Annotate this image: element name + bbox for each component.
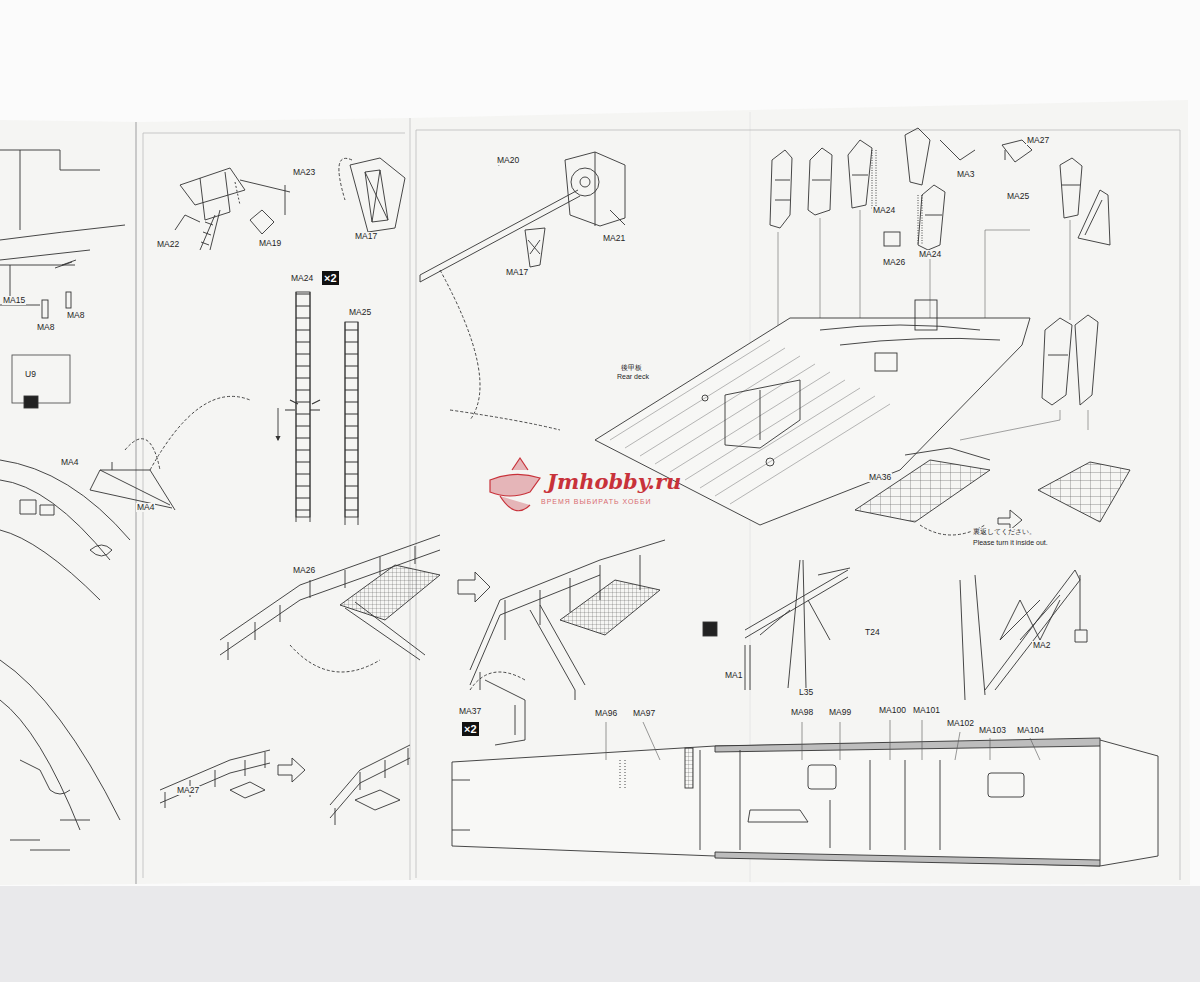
part-number: MA24 bbox=[872, 206, 896, 215]
part-number: MA15 bbox=[2, 296, 26, 305]
part-number: MA8 bbox=[66, 311, 85, 320]
part-number: MA19 bbox=[258, 239, 282, 248]
part-number: MA20 bbox=[496, 156, 520, 165]
part-number: U9 bbox=[24, 370, 37, 379]
part-number: MA4 bbox=[60, 458, 79, 467]
area-label: Rear deck bbox=[616, 373, 650, 381]
part-number: MA24 bbox=[918, 250, 942, 259]
watermark: Jmhobby.ru bbox=[546, 470, 682, 493]
part-number: MA25 bbox=[348, 308, 372, 317]
part-number: L35 bbox=[798, 688, 814, 697]
quantity-mark: ×2 bbox=[322, 271, 339, 285]
part-number: MA17 bbox=[505, 268, 529, 277]
part-number: MA17 bbox=[354, 232, 378, 241]
part-drawings bbox=[0, 128, 1158, 866]
part-number: MA104 bbox=[1016, 726, 1045, 735]
part-number: T24 bbox=[864, 628, 881, 637]
part-number: MA4 bbox=[136, 503, 155, 512]
part-number: MA25 bbox=[1006, 192, 1030, 201]
part-number: MA27 bbox=[1026, 136, 1050, 145]
area-label: 後甲板 bbox=[620, 364, 643, 372]
part-number: MA97 bbox=[632, 709, 656, 718]
part-number: MA3 bbox=[956, 170, 975, 179]
part-number: MA8 bbox=[36, 323, 55, 332]
part-number: MA36 bbox=[868, 473, 892, 482]
part-number: MA26 bbox=[292, 566, 316, 575]
part-number: MA101 bbox=[912, 706, 941, 715]
part-number: MA96 bbox=[594, 709, 618, 718]
part-number: MA21 bbox=[602, 234, 626, 243]
quantity-mark: ×2 bbox=[462, 722, 479, 736]
watermark: ВРЕМЯ ВЫБИРАТЬ ХОББИ bbox=[540, 498, 653, 506]
part-number: MA23 bbox=[292, 168, 316, 177]
part-number: MA27 bbox=[176, 786, 200, 795]
part-number: MA100 bbox=[878, 706, 907, 715]
part-number: MA24 bbox=[290, 274, 314, 283]
part-number: MA1 bbox=[724, 671, 743, 680]
part-number: MA37 bbox=[458, 707, 482, 716]
note: Please turn it inside out. bbox=[972, 539, 1049, 547]
part-number: MA98 bbox=[790, 708, 814, 717]
part-number: MA22 bbox=[156, 240, 180, 249]
part-number: MA99 bbox=[828, 708, 852, 717]
note: 裏返してください。 bbox=[972, 528, 1037, 536]
part-number: MA26 bbox=[882, 258, 906, 267]
part-number: MA2 bbox=[1032, 641, 1051, 650]
part-number: MA102 bbox=[946, 719, 975, 728]
part-number: MA103 bbox=[978, 726, 1007, 735]
